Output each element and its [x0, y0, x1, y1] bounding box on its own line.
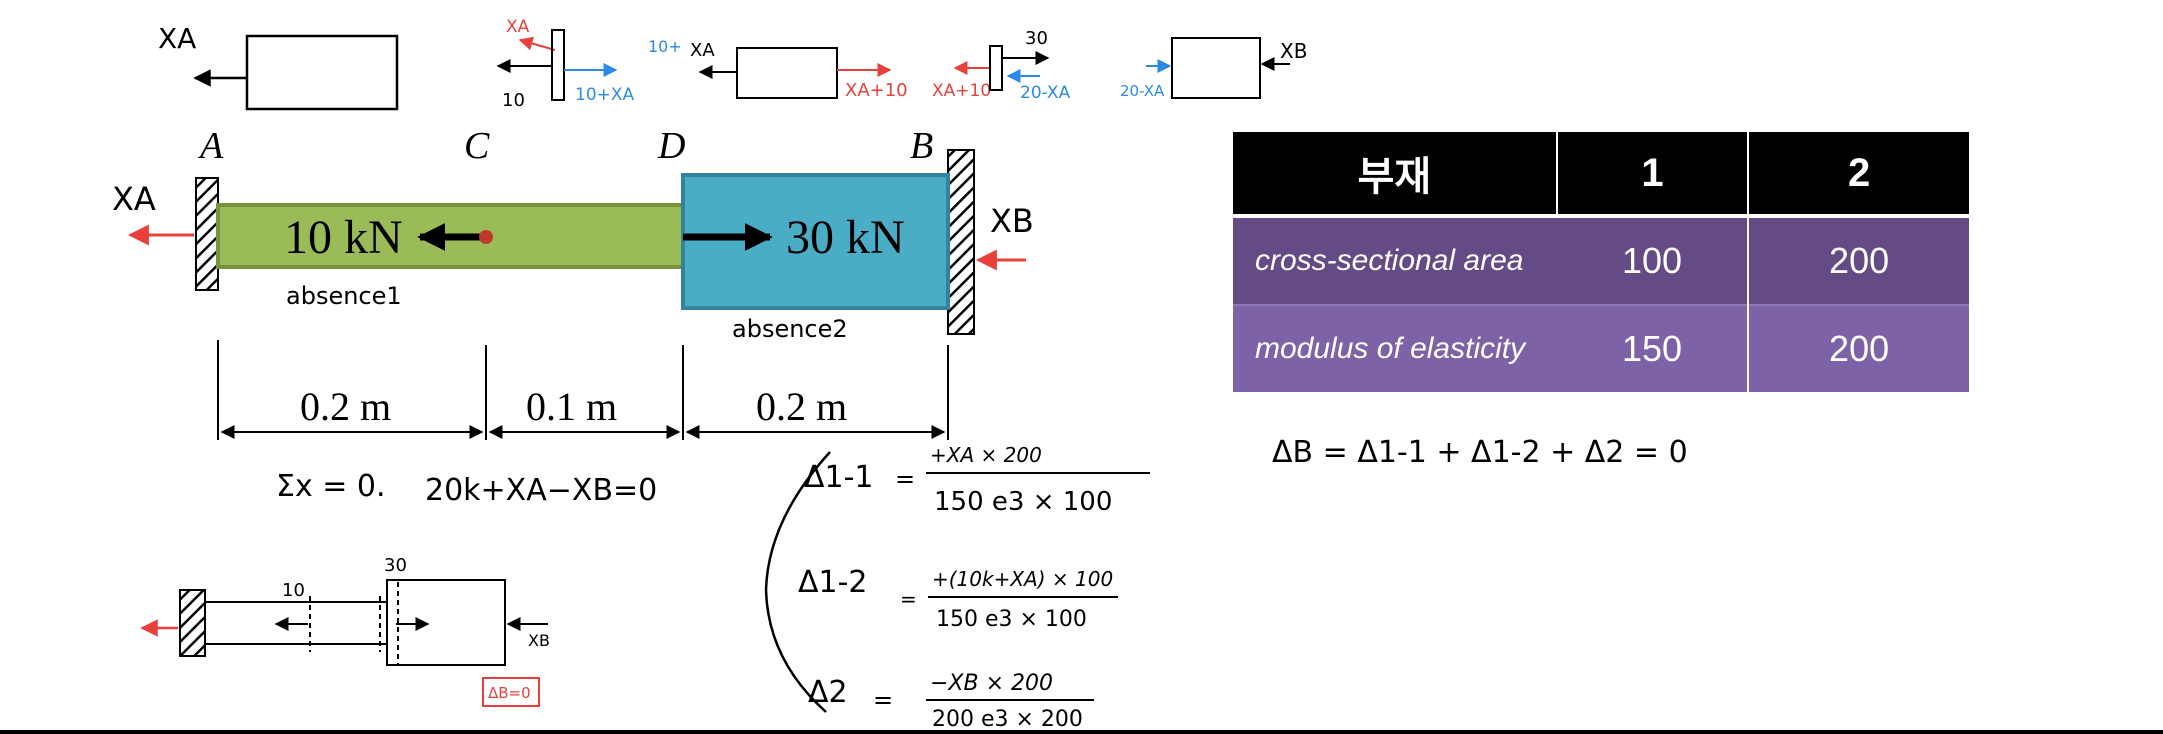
delta-11-eq: = [895, 465, 915, 493]
point-label-d: D [657, 125, 685, 167]
equilibrium-eq-b: 20k+XA−XB=0 [425, 473, 657, 508]
sketch-label-xb: XB [528, 631, 550, 650]
point-label-b: B [910, 125, 933, 167]
dim-label-2: 0.1 m [526, 384, 617, 429]
member-2-bar [681, 173, 950, 310]
fbd-d-blue-label: 20-XA [1020, 83, 1071, 103]
sketch-label-30: 30 [384, 555, 407, 576]
fbd-joint-c: XA 10 10+XA [496, 17, 635, 111]
fbd-c-red-label: XA [506, 17, 530, 37]
dim-label-3: 0.2 m [756, 384, 847, 429]
point-label-a: A [197, 125, 224, 167]
compatibility-eq: ΔB = Δ1-1 + Δ1-2 + Δ2 = 0 [1272, 435, 1688, 470]
table-header-1: 1 [1555, 132, 1749, 216]
delta-2-symbol: Δ2 [808, 675, 848, 710]
sketch-label-10: 10 [282, 580, 305, 601]
fbd-segment-cd: 10+ XA XA+10 [648, 37, 908, 101]
left-wall-support [195, 177, 219, 291]
delta-11-num: +XA × 200 [930, 443, 1042, 467]
dim-label-1: 0.2 m [300, 384, 391, 429]
delta-2-eq: = [873, 686, 893, 714]
sketch-block [386, 579, 506, 666]
table-row: cross-sectional area 100 200 [1233, 214, 1969, 305]
point-label-c: C [464, 125, 490, 167]
fbd-block-b [1171, 37, 1261, 99]
fbd-d-plate [989, 45, 1003, 91]
equilibrium-eq-a: Σx = 0. [276, 469, 386, 504]
properties-table: 부재 1 2 cross-sectional area 100 200 modu… [1233, 132, 1969, 392]
fbd-b-left-label: 20-XA [1120, 82, 1165, 100]
table-cell-value: 100 [1556, 214, 1749, 305]
fbd-c-red-arrow [518, 36, 556, 51]
fbd-cd-right-label: XA+10 [845, 80, 908, 101]
fbd-d-top-label: 30 [1025, 28, 1048, 49]
equations-brace [764, 451, 831, 713]
reaction-xa-label: XA [112, 180, 156, 218]
delta-12-den: 150 e3 × 100 [936, 607, 1087, 632]
delta-12-eq: = [900, 587, 917, 611]
fbd-b-right-label: XB [1280, 39, 1307, 63]
delta-b-label: ΔB=0 [488, 684, 531, 702]
delta-12-num: +(10k+XA) × 100 [932, 567, 1113, 591]
load-d-label: 30 kN [786, 211, 905, 264]
fbd-blue-10: 10+ [648, 37, 682, 56]
table-row: modulus of elasticity 150 200 [1233, 304, 1969, 392]
main-bar-diagram: A C D B 10 kN 30 kN XA XB absence1 absen… [112, 125, 1034, 440]
sketch-wall [179, 589, 206, 657]
delta-11-den: 150 e3 × 100 [934, 487, 1112, 517]
table-header-row: 부재 1 2 [1233, 132, 1969, 216]
fbd-c-blue-label: 10+XA [575, 85, 635, 105]
table-cell-value: 200 [1747, 214, 1969, 305]
fbd-c-plate [551, 29, 565, 101]
table-cell-value: 150 [1556, 304, 1749, 392]
bottom-border-line [0, 730, 2163, 734]
delta-12-symbol: Δ1-2 [798, 565, 868, 600]
fbd-segment-a: XA [158, 22, 399, 111]
right-wall-support [947, 149, 975, 335]
fbd-d-left-label: XA+10 [932, 81, 991, 101]
fbd-c-left-label: 10 [502, 90, 525, 111]
properties-table-container: 부재 1 2 cross-sectional area 100 200 modu… [1233, 132, 1969, 392]
deformation-equations: Δ1-1 = +XA × 200 150 e3 × 100 Δ1-2 = +(1… [764, 443, 1150, 732]
delta-11-symbol: Δ1-1 [804, 460, 874, 495]
fbd-block-cd [736, 47, 838, 99]
table-cell-label: cross-sectional area [1233, 214, 1557, 305]
bottom-sketch: 10 30 XB ΔB=0 [140, 555, 550, 707]
member-1-label: absence1 [286, 282, 402, 310]
table-header-member: 부재 [1233, 132, 1557, 216]
fbd-block-a [245, 34, 399, 111]
reaction-xb-label: XB [990, 202, 1034, 240]
delta-2-den: 200 e3 × 200 [932, 707, 1083, 732]
fbd-xa-label: XA [158, 22, 196, 55]
table-cell-value: 200 [1747, 304, 1969, 392]
fbd-blue-xa: XA [690, 40, 715, 61]
fbd-segment-b: 20-XA XB [1120, 37, 1307, 100]
load-c-point [479, 230, 493, 244]
table-header-2: 2 [1747, 132, 1969, 216]
fbd-joint-d: XA+10 30 20-XA [932, 28, 1071, 103]
load-c-label: 10 kN [284, 211, 403, 264]
table-cell-label: modulus of elasticity [1233, 304, 1557, 392]
member-2-label: absence2 [732, 315, 848, 343]
delta-2-num: −XB × 200 [930, 671, 1053, 696]
delta-b-box [482, 677, 540, 707]
